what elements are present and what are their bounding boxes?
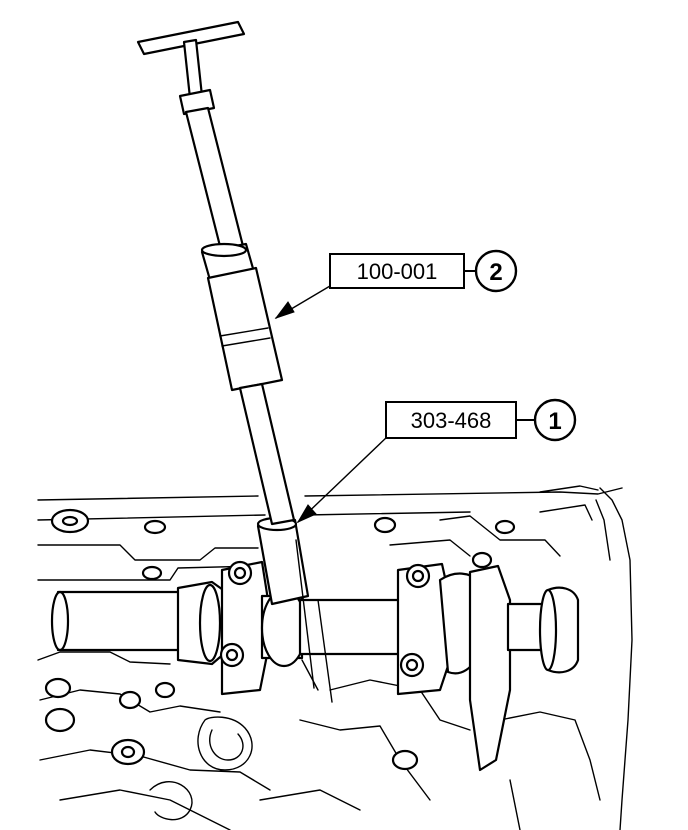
index-number-2: 2: [489, 259, 502, 286]
index-circle-1: [533, 398, 577, 442]
callout-2: 100-001 2: [274, 249, 518, 319]
callout-1: 303-468 1: [296, 398, 577, 524]
index-circle-2: [474, 249, 518, 293]
cylinder-head-illustration: [37, 485, 633, 830]
part-number-label-2: 100-001: [357, 259, 438, 284]
slide-hammer-100-001: [136, 20, 296, 526]
part-number-label-1: 303-468: [411, 408, 492, 433]
camshaft: [50, 560, 580, 772]
leader-line-1: [297, 435, 389, 523]
index-number-1: 1: [548, 408, 561, 435]
